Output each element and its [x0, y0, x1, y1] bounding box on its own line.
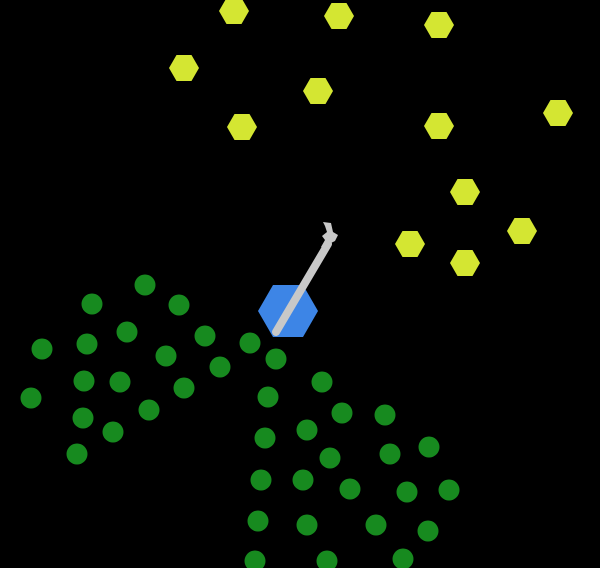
obstacle-dot [417, 520, 439, 542]
tool-shaft [272, 240, 332, 336]
obstacle-dot [194, 325, 216, 347]
obstacle-dot [296, 419, 318, 441]
obstacle-dot [374, 404, 396, 426]
food-hexagon [507, 218, 537, 244]
obstacle-dot [102, 421, 124, 443]
obstacle-dot [319, 447, 341, 469]
obstacle-dot [254, 427, 276, 449]
obstacle-dot [292, 469, 314, 491]
food-hexagon [450, 179, 480, 205]
food-hexagon [450, 250, 480, 276]
tool-head [321, 222, 338, 250]
player[interactable] [258, 222, 338, 337]
obstacle-dot [244, 550, 266, 568]
food-hexagon [424, 113, 454, 139]
obstacle-dots [20, 274, 460, 568]
obstacle-dot [138, 399, 160, 421]
food-hexagon [543, 100, 573, 126]
food-hexagon [424, 12, 454, 38]
obstacle-dot [257, 386, 279, 408]
obstacle-dot [72, 407, 94, 429]
obstacle-dot [173, 377, 195, 399]
obstacle-dot [209, 356, 231, 378]
food-hexagon [169, 55, 199, 81]
obstacle-dot [109, 371, 131, 393]
obstacle-dot [311, 371, 333, 393]
obstacle-dot [438, 479, 460, 501]
obstacle-dot [418, 436, 440, 458]
obstacle-dot [296, 514, 318, 536]
obstacle-dot [168, 294, 190, 316]
obstacle-dot [392, 548, 414, 568]
obstacle-dot [155, 345, 177, 367]
food-hexagon [324, 3, 354, 29]
wrench-tool-icon [272, 222, 338, 336]
obstacle-dot [316, 550, 338, 568]
obstacle-dot [265, 348, 287, 370]
obstacle-dot [73, 370, 95, 392]
obstacle-dot [66, 443, 88, 465]
obstacle-dot [76, 333, 98, 355]
food-hexagon [395, 231, 425, 257]
obstacle-dot [31, 338, 53, 360]
obstacle-dot [81, 293, 103, 315]
obstacle-dot [247, 510, 269, 532]
obstacle-dot [134, 274, 156, 296]
food-hexagon [219, 0, 249, 24]
obstacle-dot [365, 514, 387, 536]
food-hexagon [303, 78, 333, 104]
obstacle-dot [331, 402, 353, 424]
obstacle-dot [396, 481, 418, 503]
obstacle-dot [339, 478, 361, 500]
obstacle-dot [379, 443, 401, 465]
obstacle-dot [20, 387, 42, 409]
food-hexagon [227, 114, 257, 140]
obstacle-dot [116, 321, 138, 343]
obstacle-dot [239, 332, 261, 354]
obstacle-dot [250, 469, 272, 491]
food-items [169, 0, 573, 276]
